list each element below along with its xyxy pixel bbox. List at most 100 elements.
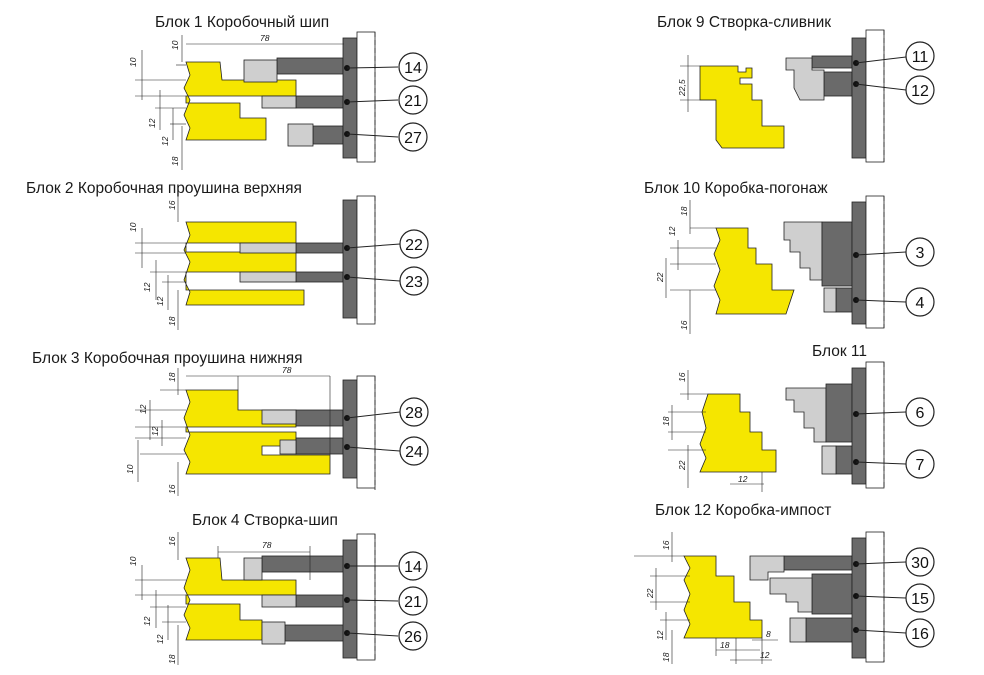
block-2-dim-10: 10: [128, 222, 138, 232]
block-12-dim-8: 8: [766, 629, 771, 639]
block-4-callout-14: 14: [404, 559, 422, 576]
block-12-callout-16: 16: [911, 626, 929, 643]
block-12-dim-12: 12: [655, 630, 665, 640]
block-12-callout-15: 15: [911, 591, 929, 608]
block-9-callout-11: 11: [912, 49, 929, 66]
block-4-title: Блок 4 Створка-шип: [192, 512, 338, 529]
block-12-tool-30: [783, 555, 853, 571]
block-4-tool-26: [284, 624, 345, 642]
block-3-tool-24: [295, 437, 344, 455]
block-2-tool-22: [295, 242, 344, 254]
block-4-callout-21: 21: [404, 594, 422, 611]
block-10-spindle: [851, 201, 867, 325]
block-11-dim-16: 16: [677, 372, 687, 382]
block-4-drawing: 78 16 10 12 12 18 14 21 26: [128, 532, 428, 665]
block-9-dim-22-5: 22,5: [677, 79, 687, 97]
block-10-callout-3: 3: [916, 245, 925, 262]
block-1-dim-78: 78: [260, 33, 270, 43]
block-12-title: Блок 12 Коробка-импост: [655, 502, 832, 519]
block-12-drawing: 16 22 12 18 8 18 12 30 15 16: [634, 531, 935, 664]
block-12-dim-12h: 12: [760, 650, 770, 660]
block-10-callout-4: 4: [916, 295, 925, 312]
block-11-dim-18: 18: [661, 416, 671, 426]
block-9-title: Блок 9 Створка-сливник: [657, 14, 832, 31]
block-4-tool-21: [295, 594, 345, 608]
block-1-spindle: [342, 37, 358, 159]
block-2-tool-23: [295, 271, 344, 283]
block-11-drawing: 16 18 22 12 6 7: [661, 361, 935, 492]
block-12-callout-30: 30: [911, 555, 929, 572]
block-3-dim-78: 78: [282, 365, 292, 375]
block-10-dim-22: 22: [655, 272, 665, 283]
block-9-tool-11: [811, 55, 853, 69]
block-1-tool-21: [295, 95, 344, 109]
block-9-workpiece: [699, 65, 785, 149]
block-4-dim-10: 10: [128, 556, 138, 566]
block-11-spindle: [851, 367, 867, 485]
block-3-title: Блок 3 Коробочная проушина нижняя: [32, 350, 303, 367]
block-1-tool-14: [276, 57, 344, 75]
block-12-dim-18: 18: [661, 652, 671, 662]
block-4-workpiece: [183, 557, 297, 641]
block-2-dim-18: 18: [167, 316, 177, 326]
block-3-tool-28: [295, 409, 344, 427]
block-12-dim-16: 16: [661, 540, 671, 550]
block-9-drawing: 22,5 11 12: [677, 29, 935, 163]
block-1-dim-12b: 12: [160, 136, 170, 146]
block-1-dim-top-10: 10: [170, 40, 180, 50]
block-11-callout-6: 6: [916, 405, 925, 422]
block-2-workpiece: [183, 221, 305, 306]
block-4-tool-14: [261, 555, 345, 573]
block-10-workpiece: [713, 227, 795, 315]
block-9-tool-12: [823, 71, 853, 97]
block-4-dim-12b: 12: [155, 634, 165, 644]
block-12-dim-22: 22: [645, 588, 655, 599]
block-1-drawing: 10 12 12 18 10 78 14 21 27: [128, 31, 428, 170]
block-3-drawing: 78 18 12 12 10 16 28 24: [125, 365, 429, 496]
block-3-dim-18: 18: [167, 372, 177, 382]
block-11-tool-7: [835, 445, 853, 475]
block-1-dim-18: 18: [170, 156, 180, 166]
block-1-callout-14: 14: [404, 60, 422, 77]
block-3-spindle: [342, 379, 358, 479]
block-4-dim-18: 18: [167, 654, 177, 664]
block-1-callout-21: 21: [404, 93, 422, 110]
block-2-title: Блок 2 Коробочная проушина верхняя: [26, 180, 302, 197]
block-3-dim-12a: 12: [138, 404, 148, 414]
block-2-dim-12b: 12: [155, 296, 165, 306]
block-2-callout-23: 23: [405, 274, 423, 291]
block-1-title: Блок 1 Коробочный шип: [155, 14, 330, 31]
block-10-title: Блок 10 Коробка-погонаж: [644, 180, 828, 197]
block-9-callout-12: 12: [911, 83, 929, 100]
block-10-dim-16: 16: [679, 320, 689, 330]
block-10-tool-4: [835, 287, 853, 313]
block-1-dim-10: 10: [128, 57, 138, 67]
block-3-callout-28: 28: [405, 405, 423, 422]
block-11-dim-22: 22: [677, 460, 687, 471]
block-3-dim-16: 16: [167, 484, 177, 494]
block-2-callout-22: 22: [405, 237, 423, 254]
block-4-callout-26: 26: [404, 629, 422, 646]
block-11-dim-12: 12: [738, 474, 748, 484]
block-12-tool-16: [805, 617, 853, 643]
block-4-dim-78: 78: [262, 540, 272, 550]
block-10-drawing: 18 12 22 16 3 4: [655, 195, 935, 334]
block-10-dim-12: 12: [667, 226, 677, 236]
block-11-workpiece: [699, 393, 777, 473]
block-2-drawing: 16 10 12 12 18 22 23: [128, 195, 429, 330]
block-11-tool-6: [825, 383, 853, 443]
block-10-dim-18: 18: [679, 206, 689, 216]
block-2-dim-12a: 12: [142, 282, 152, 292]
block-3-workpiece: [183, 389, 331, 475]
block-11-callout-7: 7: [916, 457, 925, 474]
block-1-dim-12a: 12: [147, 118, 157, 128]
block-4-dim-12a: 12: [142, 616, 152, 626]
block-3-callout-24: 24: [405, 444, 423, 461]
block-12-workpiece: [683, 555, 763, 639]
block-3-dim-10: 10: [125, 464, 135, 474]
block-10-tool-3: [821, 221, 853, 287]
block-1-tool-27: [312, 125, 344, 145]
block-4-dim-16: 16: [167, 536, 177, 546]
block-12-tool-15: [811, 573, 853, 615]
